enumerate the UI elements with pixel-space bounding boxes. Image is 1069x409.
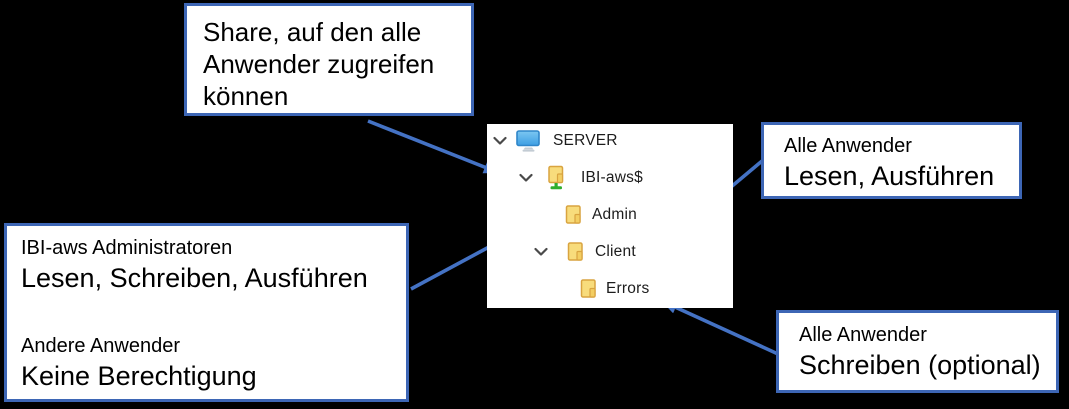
folder-icon [565, 205, 581, 224]
callout-errors-permissions: Alle Anwender Schreiben (optional) [776, 310, 1059, 393]
permission-group-label: IBI-aws Administratoren [21, 237, 233, 259]
tree-row-server[interactable]: SERVER [487, 126, 733, 156]
tree-row-ibi-aws[interactable]: IBI-aws$ [487, 163, 733, 193]
permission-group-label: Alle Anwender [799, 324, 927, 346]
callout-share-line: können [203, 81, 289, 111]
chevron-down-icon[interactable] [519, 173, 533, 183]
shared-folder-icon [548, 165, 564, 190]
tree-row-errors[interactable]: Errors [487, 274, 733, 304]
tree-item-label[interactable]: Admin [592, 206, 637, 223]
permission-value: Lesen, Ausführen [784, 161, 995, 191]
tree-row-client[interactable]: Client [487, 237, 733, 267]
callout-admin-permissions: IBI-aws Administratoren Lesen, Schreiben… [4, 223, 409, 402]
permission-value: Lesen, Schreiben, Ausführen [21, 263, 368, 293]
folder-tree-panel: SERVER IBI-aws$ Admin [487, 124, 733, 308]
folder-icon [580, 279, 596, 298]
folder-icon [567, 242, 583, 261]
callout-share-line: Share, auf den alle [203, 17, 422, 47]
permission-group-label: Alle Anwender [784, 135, 912, 157]
tree-item-label[interactable]: Client [595, 243, 636, 260]
chevron-down-icon[interactable] [493, 136, 507, 146]
tree-item-label[interactable]: IBI-aws$ [581, 169, 643, 186]
tree-item-label[interactable]: Errors [606, 280, 650, 297]
callout-client-permissions: Alle Anwender Lesen, Ausführen [761, 122, 1022, 199]
permission-value: Schreiben (optional) [799, 350, 1041, 380]
callout-share-line: Anwender zugreifen [203, 49, 435, 79]
arrow-errors-permissions-to-errors [661, 300, 779, 356]
spacer [21, 296, 406, 333]
tree-item-label[interactable]: SERVER [553, 132, 618, 149]
permission-value: Keine Berechtigung [21, 361, 257, 391]
tree-row-admin[interactable]: Admin [487, 200, 733, 230]
arrow-share-to-ibiaws [367, 119, 500, 174]
permission-group-label: Andere Anwender [21, 335, 181, 357]
callout-share: Share, auf den alle Anwender zugreifen k… [184, 3, 474, 116]
chevron-down-icon[interactable] [534, 247, 548, 257]
computer-icon [516, 130, 540, 152]
